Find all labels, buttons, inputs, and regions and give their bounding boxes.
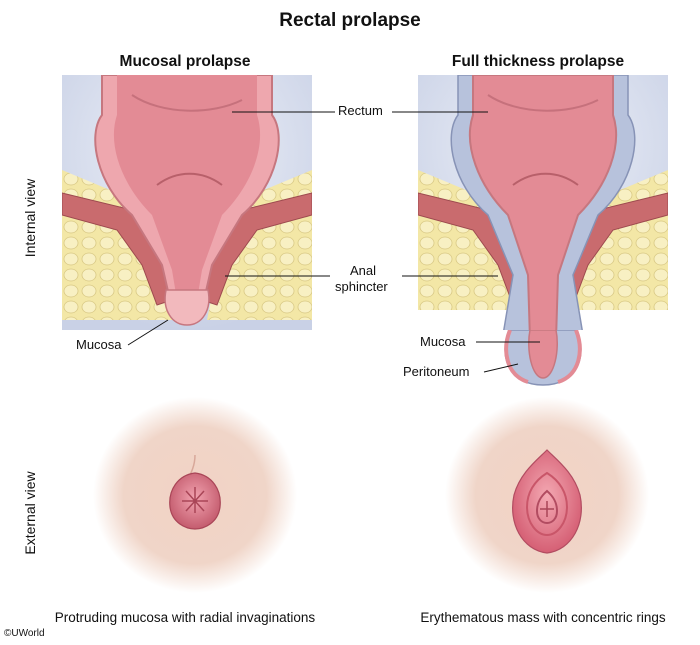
mucosal-prolapse-external-illustration	[93, 397, 297, 593]
mucosal-fold	[487, 94, 599, 112]
concentric-ring	[525, 471, 569, 537]
label-peritoneum: Peritoneum	[403, 364, 470, 379]
figure-title: Rectal prolapse	[279, 10, 421, 31]
full-thickness-external-illustration	[445, 397, 649, 593]
caption-mucosal: Protruding mucosa with radial invaginati…	[54, 610, 316, 625]
column-title-mucosal: Mucosal prolapse	[119, 53, 251, 70]
concentric-ring	[535, 489, 559, 525]
mucosal-fold	[156, 172, 223, 186]
mucosal-prolapse-internal-illustration	[62, 75, 312, 330]
copyright: ©UWorld	[4, 628, 45, 639]
outer-mucosa-left	[504, 330, 529, 384]
full-thickness-internal-illustration	[418, 75, 668, 330]
caption-full-thickness: Erythematous mass with concentric rings	[420, 610, 666, 625]
central-lumen	[540, 501, 554, 517]
radial-invaginations	[182, 487, 208, 513]
mucosal-fold	[512, 172, 579, 186]
prolapsed-mucosa	[164, 289, 210, 326]
outer-mucosa-right	[557, 330, 582, 384]
label-sphincter: sphincter	[335, 279, 388, 294]
rectal-lumen	[113, 75, 261, 300]
rectal-lumen	[468, 75, 618, 330]
label-rectum: Rectum	[338, 103, 383, 118]
label-mucosa-right: Mucosa	[420, 334, 466, 349]
mucosal-fold	[131, 94, 243, 112]
column-title-full-thickness: Full thickness prolapse	[451, 53, 625, 70]
label-mucosa-left: Mucosa	[76, 337, 122, 352]
label-anal: Anal	[350, 263, 377, 278]
leader-peritoneum	[483, 363, 519, 373]
leader-mucosa-left	[127, 319, 169, 346]
